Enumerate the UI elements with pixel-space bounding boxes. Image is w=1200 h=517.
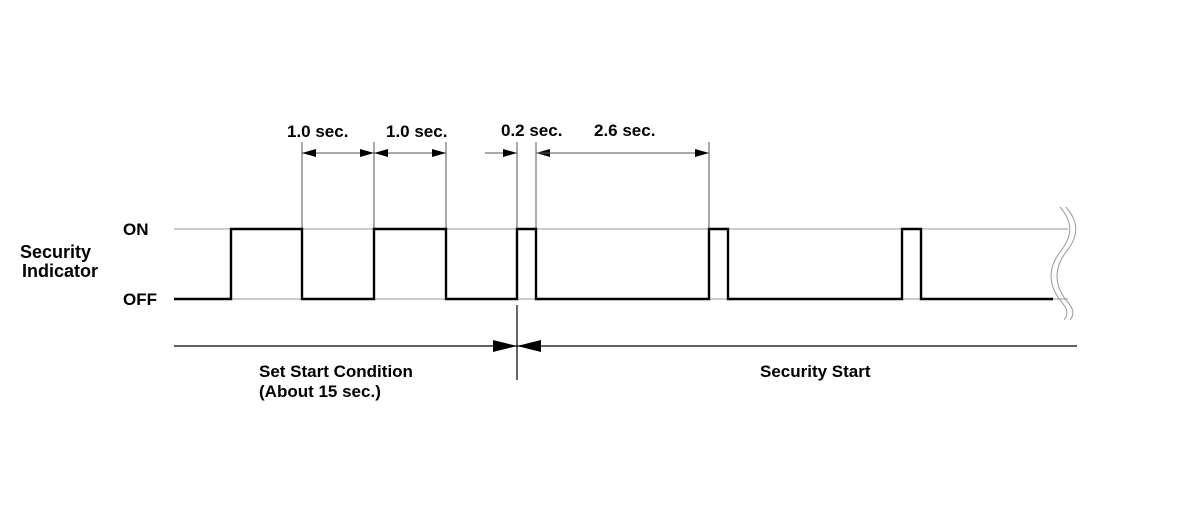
duration-label-long-off: 2.6 sec. — [594, 121, 655, 140]
dimension-first-on — [302, 149, 374, 157]
phase-label-set-start: Set Start Condition — [259, 362, 413, 381]
arrowhead-right-icon — [503, 149, 517, 157]
arrowhead-left-icon — [302, 149, 316, 157]
arrowhead-right-icon — [695, 149, 709, 157]
arrowhead-right-icon — [360, 149, 374, 157]
phase-label-set-start-duration: (About 15 sec.) — [259, 382, 381, 401]
duration-label-first-on: 1.0 sec. — [287, 122, 348, 141]
duration-label-first-off: 1.0 sec. — [386, 122, 447, 141]
level-off-label: OFF — [123, 290, 157, 309]
arrowhead-left-icon — [374, 149, 388, 157]
indicator-waveform — [174, 227, 1053, 301]
duration-label-short-on: 0.2 sec. — [501, 121, 562, 140]
dimension-long-off — [536, 149, 709, 157]
arrowhead-right-icon — [493, 340, 517, 352]
signal-name-line2: Indicator — [22, 261, 98, 281]
arrowhead-left-icon — [517, 340, 541, 352]
phase-label-security-start: Security Start — [760, 362, 871, 381]
signal-name-line1: Security — [20, 242, 91, 262]
dimension-first-off — [374, 149, 446, 157]
phase-timeline — [174, 340, 1077, 352]
break-symbol-icon — [1050, 206, 1077, 321]
level-on-label: ON — [123, 220, 149, 239]
arrowhead-right-icon — [432, 149, 446, 157]
